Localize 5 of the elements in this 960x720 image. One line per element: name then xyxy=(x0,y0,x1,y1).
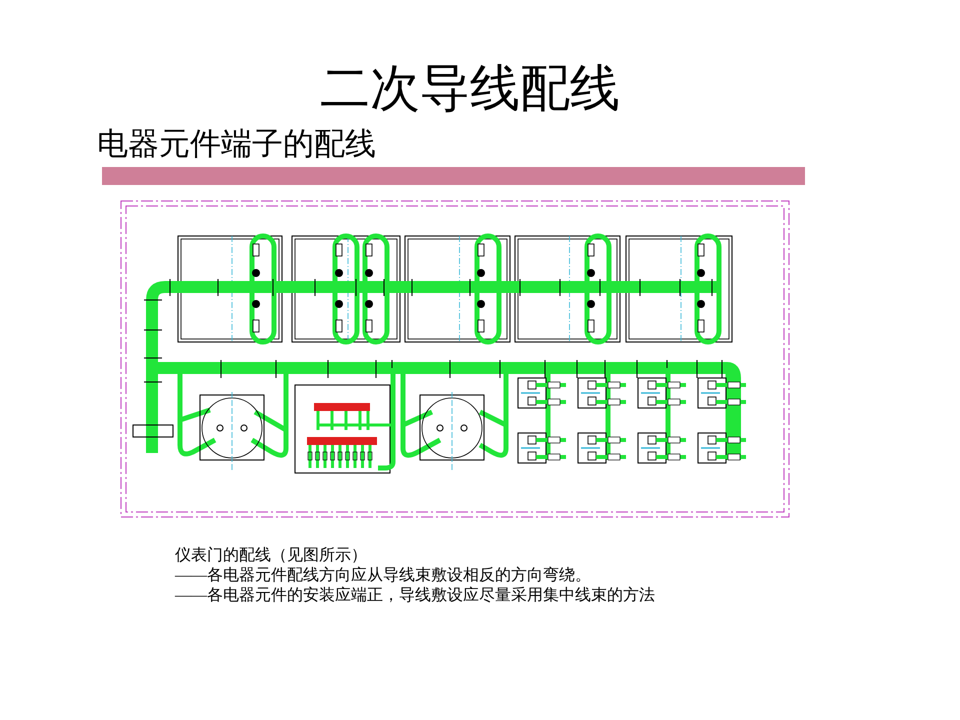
slide-title: 二次导线配线 xyxy=(319,59,621,118)
note-text: ——各电器元件配线方向应从导线束敷设相反的方向弯绕。 xyxy=(175,566,592,586)
note-heading: 仪表门的配线（见图所示） xyxy=(175,546,368,566)
slide-subtitle: 电器元件端子的配线 xyxy=(97,125,376,163)
note-text: ——各电器元件的安装应端正，导线敷设应尽量采用集中线束的方法 xyxy=(175,586,656,606)
